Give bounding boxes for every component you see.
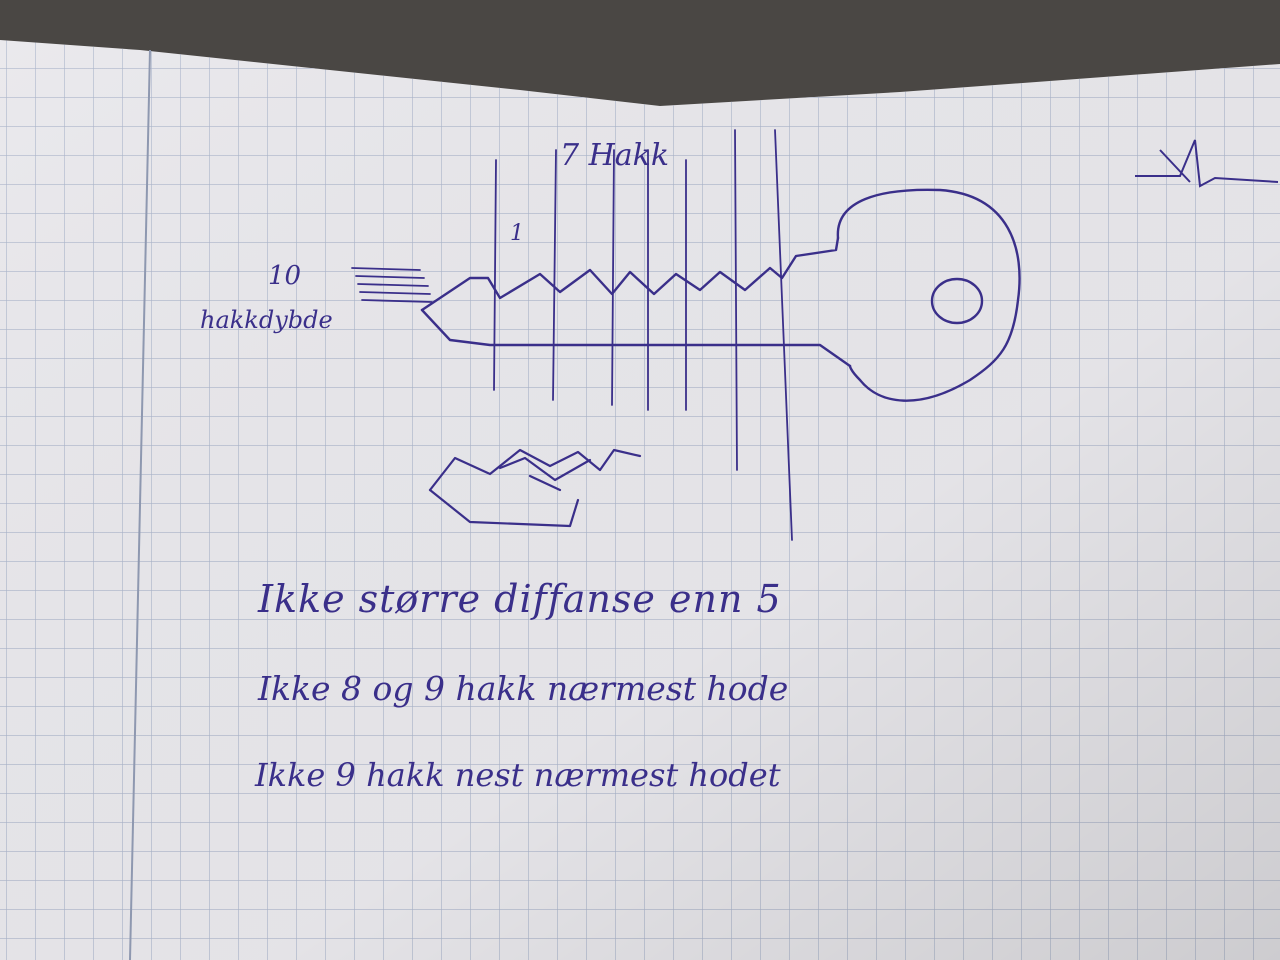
key-blade-bottom [420, 308, 852, 368]
depth-marker-lines [351, 267, 433, 303]
cut-position-lines [493, 129, 793, 541]
depth-count-label: 10 [268, 261, 301, 291]
key-fragment-sketch [428, 448, 642, 528]
key-head [836, 188, 1021, 402]
depth-label: hakkdybde [200, 306, 333, 334]
note-line-3: Ikke 9 hakk nest nærmest hodet [254, 756, 781, 794]
cut-count-label: 7 Hakk [560, 138, 669, 173]
paper-sheet [0, 40, 1280, 960]
first-cut-label: 1 [510, 221, 524, 246]
margin-doodle [1135, 139, 1279, 188]
page-fold-line [129, 49, 151, 960]
note-line-2: Ikke 8 og 9 hakk nærmest hode [257, 669, 788, 708]
note-line-1: Ikke større diffanse enn 5 [257, 577, 782, 621]
key-hole [930, 277, 984, 325]
